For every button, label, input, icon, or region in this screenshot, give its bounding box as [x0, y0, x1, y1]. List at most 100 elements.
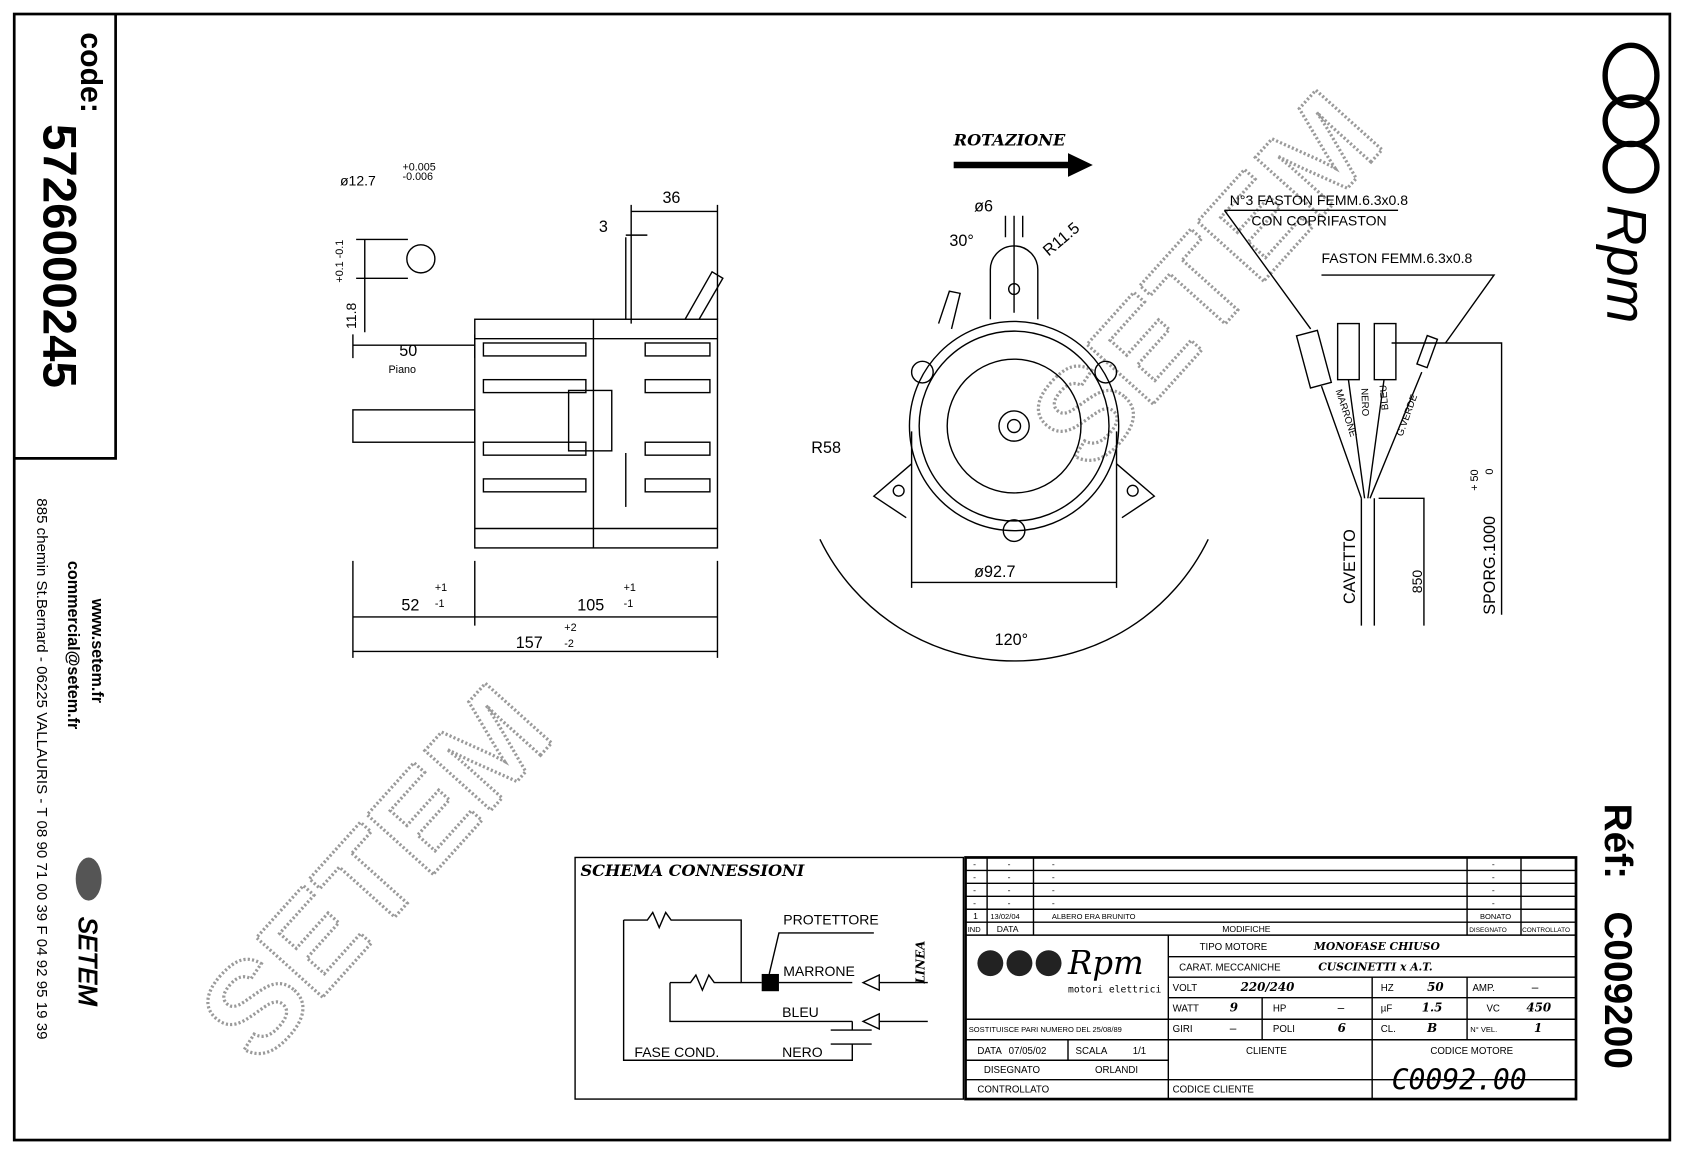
code-value: 5726000245 — [32, 124, 85, 388]
website-link[interactable]: www.setem.fr — [88, 598, 106, 704]
coprifaston-label: CON COPRIFASTON — [1251, 212, 1386, 228]
amp-value: – — [1532, 980, 1539, 994]
schema-title: SCHEMA CONNESSIONI — [580, 861, 804, 880]
label: DISEGNATO — [984, 1065, 1041, 1076]
label: - — [973, 898, 976, 908]
label: HP — [1273, 1004, 1286, 1015]
label: - — [1008, 898, 1011, 908]
poli-value: 6 — [1338, 1021, 1346, 1035]
rpm-brand-logo: Rpm motori elettrici — [977, 944, 1161, 995]
rpm-coil-icon — [1602, 140, 1660, 194]
dim-52: 52 — [401, 596, 419, 614]
label: - — [1052, 872, 1055, 882]
sostituisce-text: SOSTITUISCE PARI NUMERO DEL 25/08/89 — [969, 1025, 1122, 1034]
label: DATA — [977, 1046, 1002, 1057]
sporg-tol-up: + 50 — [1469, 469, 1481, 490]
label: DISEGNATO — [1469, 927, 1507, 934]
label: CARAT. MECCANICHE — [1179, 963, 1281, 974]
email-link[interactable]: commercial@setem.fr — [64, 561, 82, 730]
uf-value: 1.5 — [1422, 1001, 1443, 1015]
label: CONTROLLATO — [977, 1085, 1049, 1096]
shaft-diameter-dim: ø12.7 — [340, 173, 376, 189]
label: N° VEL. — [1470, 1025, 1497, 1034]
vc-value: 450 — [1526, 1001, 1552, 1015]
wire-label-g-verde: G.VERDE — [1395, 393, 1420, 438]
faston-1-label: FASTON FEMM.6.3x0.8 — [1321, 250, 1472, 266]
sporg-tol-low: 0 — [1484, 469, 1496, 475]
rpm-coil-icon — [977, 950, 1004, 977]
hz-value: 50 — [1427, 980, 1444, 994]
code-box — [14, 14, 117, 460]
label: CODICE CLIENTE — [1173, 1085, 1255, 1096]
rpm-coil-icon — [1035, 950, 1062, 977]
dim-52-tol-low: -1 — [435, 598, 445, 610]
setem-logo-icon — [75, 857, 102, 901]
rpm-logo-text: Rpm — [1067, 944, 1144, 982]
address-text: 885 chemin St.Bernard - 06225 VALLAURIS … — [33, 498, 50, 1039]
setem-logo-text: SETEM — [73, 917, 101, 1007]
label: - — [1492, 859, 1495, 869]
wire-label-bleu: BLEU — [1378, 384, 1391, 410]
volt-value: 220/240 — [1240, 980, 1296, 994]
label: MODIFICHE — [1222, 924, 1271, 934]
label: 1 — [973, 911, 978, 921]
faston-3-label: N°3 FASTON FEMM.6.3x0.8 — [1230, 192, 1408, 208]
body-diameter-dim: ø92.7 — [974, 563, 1015, 581]
hp-value: – — [1338, 1001, 1345, 1015]
code-label-group: code: 5726000245 — [32, 32, 107, 388]
label: IND — [968, 925, 982, 934]
label: WATT — [1173, 1004, 1199, 1015]
label: BONATO — [1480, 912, 1511, 921]
flat-dim: 11.8 — [343, 303, 359, 329]
dim-36: 36 — [662, 189, 680, 207]
rotation-label: ROTAZIONE — [953, 131, 1066, 150]
label: µF — [1381, 1004, 1393, 1015]
label: GIRI — [1173, 1024, 1193, 1035]
protector-icon — [761, 973, 779, 992]
label: - — [1052, 859, 1055, 869]
watt-value: 9 — [1230, 1001, 1238, 1015]
label: - — [1008, 859, 1011, 869]
code-label: code: — [74, 32, 107, 113]
shaft-tol-lower: -0.006 — [403, 171, 434, 183]
wire-label-nero: NERO — [1358, 388, 1370, 417]
linea-label: LINEA — [914, 941, 928, 985]
setem-logo: SETEM — [73, 857, 102, 1007]
label: AMP. — [1472, 983, 1494, 994]
bleu-label: BLEU — [782, 1004, 819, 1020]
dim-3: 3 — [599, 218, 608, 236]
cavetto-label: CAVETTO — [1341, 529, 1359, 604]
radius-58-dim: R58 — [811, 439, 841, 457]
scale-value: 1/1 — [1133, 1046, 1146, 1057]
label: VC — [1486, 1004, 1499, 1015]
label: - — [1492, 872, 1495, 882]
protettore-label: PROTETTORE — [783, 911, 879, 927]
label: CODICE MOTORE — [1430, 1046, 1513, 1057]
rpm-coil-icon — [1602, 42, 1660, 109]
giri-value: – — [1230, 1021, 1237, 1035]
drawing-border — [12, 12, 1672, 1142]
dim-850: 850 — [1409, 570, 1425, 594]
label: ALBERO ERA BRUNITO — [1052, 912, 1136, 921]
rpm-logo-subtitle: motori elettrici — [1068, 984, 1161, 995]
dim-50: 50 — [399, 342, 417, 360]
label: - — [1008, 872, 1011, 882]
dim-157: 157 — [516, 634, 543, 652]
flat-tol: +0.1 -0.1 — [334, 240, 346, 283]
vel-value: 1 — [1534, 1021, 1542, 1035]
nero-label: NERO — [782, 1044, 823, 1060]
disegnato-value: ORLANDI — [1095, 1065, 1138, 1076]
hole-diameter-dim: ø6 — [974, 197, 993, 215]
rpm-logo: Rpm — [1595, 42, 1660, 323]
label: TIPO MOTORE — [1200, 942, 1268, 953]
rpm-coil-icon — [1006, 950, 1033, 977]
label: HZ — [1381, 983, 1394, 994]
label: 13/02/04 — [990, 912, 1019, 921]
cable-detail: N°3 FASTON FEMM.6.3x0.8 CON COPRIFASTON … — [1223, 192, 1503, 626]
label: - — [1052, 885, 1055, 895]
motor-side-view: ø12.7 +0.005 -0.006 11.8 +0.1 -0.1 36 3 … — [334, 161, 724, 658]
rpm-logo-text: Rpm — [1595, 205, 1658, 323]
